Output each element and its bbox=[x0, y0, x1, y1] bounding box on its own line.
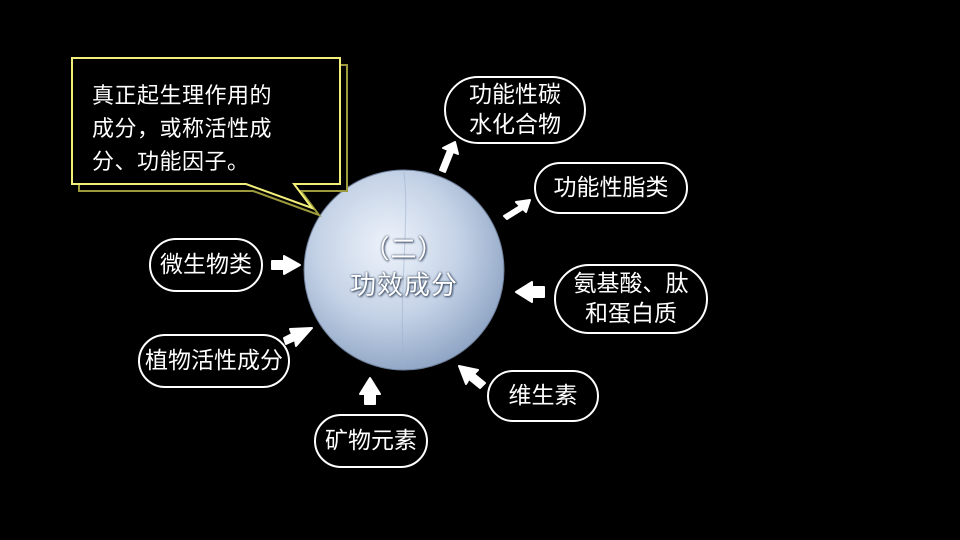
callout-line-3: 分、功能因子。 bbox=[92, 150, 250, 175]
center-label: （二） 功效成分 bbox=[304, 232, 504, 304]
callout-text: 真正起生理作用的 成分，或称活性成 分、功能因子。 bbox=[92, 80, 332, 179]
arrow-plant bbox=[283, 327, 313, 347]
arrow-mineral bbox=[359, 377, 381, 405]
arrow-vitamin bbox=[458, 365, 486, 389]
callout-line-1: 真正起生理作用的 bbox=[92, 84, 273, 109]
arrow-lipid bbox=[503, 199, 531, 220]
center-label-line1: （二） bbox=[363, 235, 445, 265]
node-mineral-element: 矿物元素 bbox=[314, 414, 428, 468]
node-vitamin-label: 维生素 bbox=[508, 383, 578, 409]
center-label-line2: 功效成分 bbox=[349, 271, 458, 301]
node-functional-carbohydrate: 功能性碳 水化合物 bbox=[444, 76, 586, 144]
node-functional-carbohydrate-line2: 水化合物 bbox=[469, 112, 561, 138]
node-amino-line2: 和蛋白质 bbox=[585, 301, 677, 327]
node-functional-carbohydrate-line1: 功能性碳 bbox=[469, 82, 561, 108]
node-functional-lipid-label: 功能性脂类 bbox=[553, 175, 669, 201]
arrow-microbe bbox=[271, 255, 301, 275]
node-functional-lipid: 功能性脂类 bbox=[534, 162, 688, 214]
node-mineral-label: 矿物元素 bbox=[325, 428, 417, 454]
center-circle-seam bbox=[401, 171, 407, 369]
node-amino-line1: 氨基酸、肽 bbox=[573, 271, 689, 297]
node-microbe-label: 微生物类 bbox=[160, 252, 252, 278]
node-vitamin: 维生素 bbox=[487, 370, 599, 422]
arrow-amino bbox=[515, 281, 545, 303]
arrow-carbohydrate bbox=[439, 141, 459, 173]
callout-line-2: 成分，或称活性成 bbox=[92, 117, 273, 142]
node-plant-label: 植物活性成分 bbox=[145, 348, 283, 374]
node-amino-acid-peptide-protein: 氨基酸、肽 和蛋白质 bbox=[554, 264, 708, 334]
node-microorganism: 微生物类 bbox=[149, 238, 263, 292]
node-plant-active-ingredient: 植物活性成分 bbox=[138, 334, 290, 388]
callout-shape bbox=[71, 57, 348, 218]
